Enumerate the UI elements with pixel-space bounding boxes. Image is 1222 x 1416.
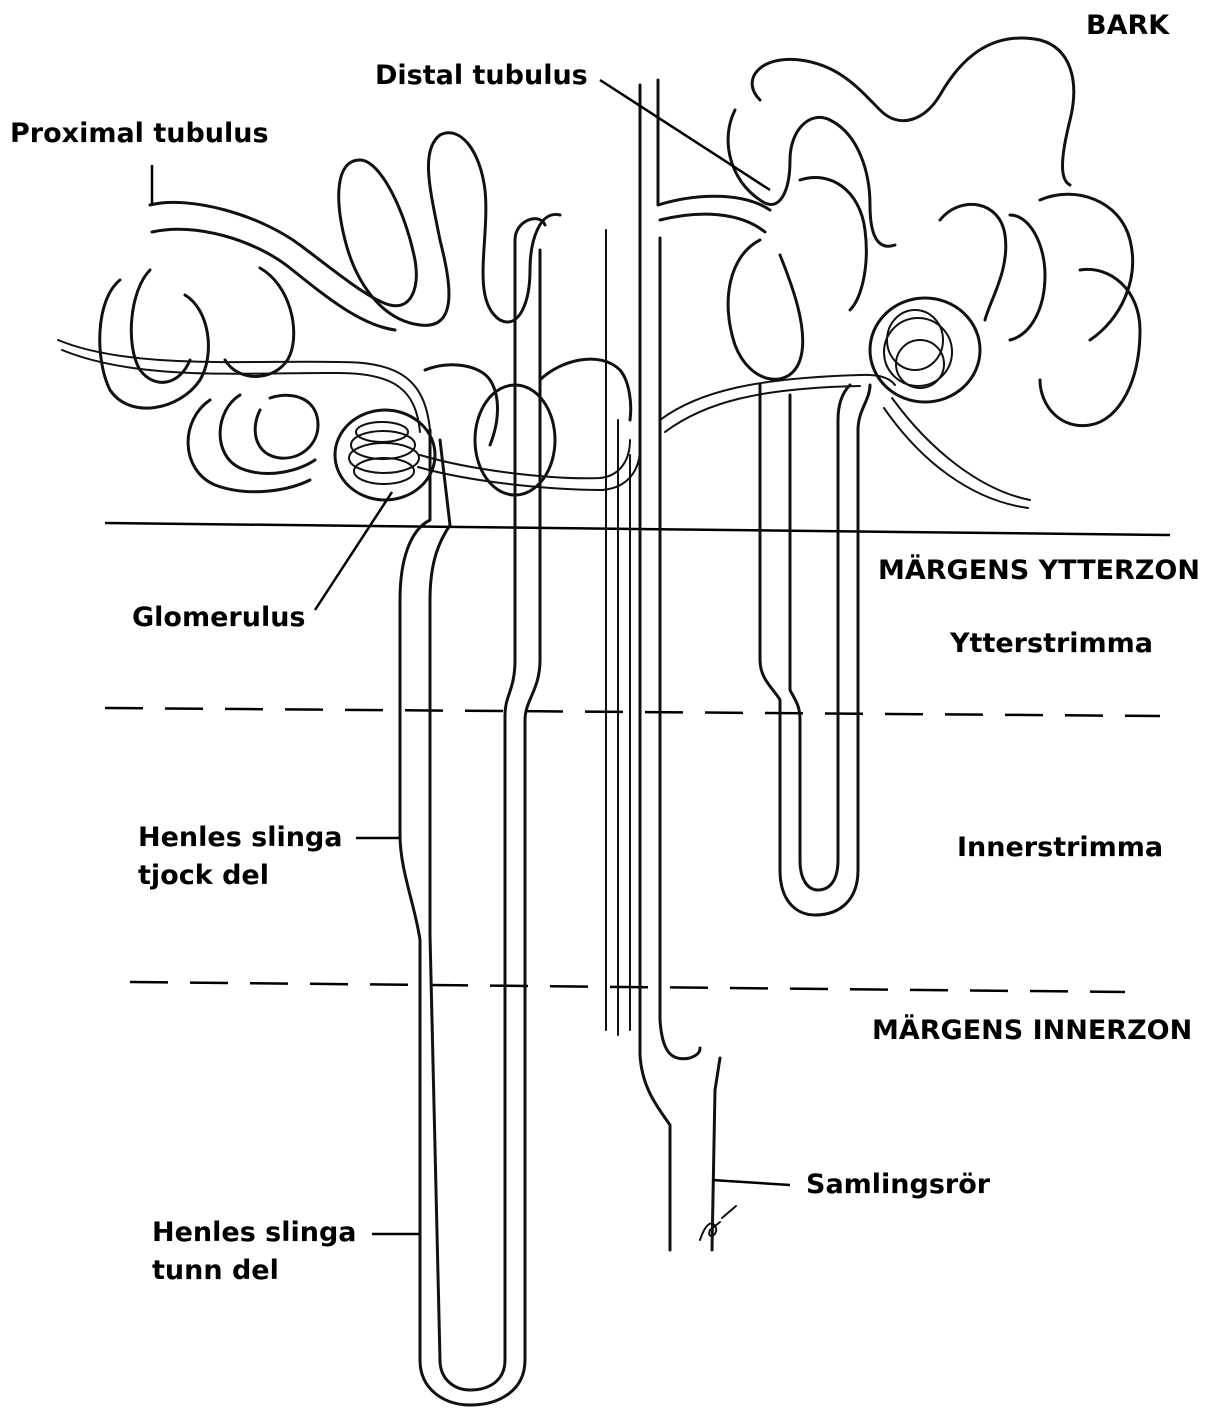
artist-signature (700, 1206, 736, 1240)
label-margens-innerzon: MÄRGENS INNERZON (872, 1013, 1192, 1049)
leader-glomerulus (315, 492, 392, 610)
label-henles-tjock-line2: tjock del (138, 858, 269, 894)
outer-inner-stripe-boundary (105, 708, 1160, 716)
collecting-duct (640, 80, 770, 1250)
leader-distal-tubulus (600, 80, 770, 190)
label-henles-tunn-line1: Henles slinga (152, 1215, 357, 1251)
label-bark: BARK (1086, 8, 1169, 44)
label-henles-tunn-line2: tunn del (152, 1253, 279, 1289)
label-henles-tjock-line1: Henles slinga (138, 820, 343, 856)
glomerulus-right-capillaries (884, 310, 952, 388)
label-leaders (152, 80, 790, 1234)
label-proximal-tubulus: Proximal tubulus (10, 116, 269, 152)
label-glomerulus: Glomerulus (132, 600, 306, 636)
label-margens-ytterzon: MÄRGENS YTTERZON (878, 553, 1200, 589)
leader-samlingsror (712, 1180, 790, 1185)
label-samlingsror: Samlingsrör (806, 1167, 990, 1203)
glomerulus-left-capillaries (349, 422, 419, 484)
cortex-boundary-line (105, 523, 1170, 535)
outer-inner-zone-boundary (130, 982, 1125, 992)
label-distal-tubulus: Distal tubulus (375, 58, 588, 94)
short-nephron (728, 38, 1140, 915)
label-ytterstrimma: Ytterstrimma (950, 626, 1153, 662)
label-innerstrimma: Innerstrimma (957, 830, 1163, 866)
